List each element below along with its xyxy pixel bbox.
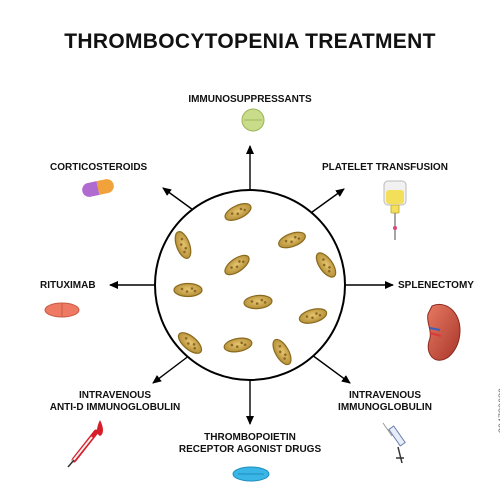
arrow-platelet-transfusion <box>307 188 345 216</box>
platelet <box>224 203 252 221</box>
pill-icon <box>241 108 265 132</box>
label-immunosuppressants: IMMUNOSUPPRESSANTS <box>188 94 312 105</box>
iv-bag-icon <box>383 180 407 240</box>
platelet <box>315 252 337 278</box>
arrows <box>109 145 394 425</box>
label-ivig: INTRAVENOUS IMMUNOGLOBULIN <box>325 390 445 414</box>
platelet <box>278 231 306 249</box>
label-anti-d-line1: INTRAVENOUS <box>78 390 152 401</box>
platelet <box>272 338 292 366</box>
arrow-ivig <box>311 354 351 384</box>
label-ivig-line2: IMMUNOGLOBULIN <box>338 402 432 413</box>
capsule-icon <box>82 179 114 197</box>
label-splenectomy: SPLENECTOMY <box>398 280 474 291</box>
blood-syringe-icon <box>67 420 103 468</box>
platelet <box>177 332 203 354</box>
platelet <box>224 254 250 276</box>
syringe-icon <box>382 422 406 464</box>
arrow-anti-d <box>152 354 191 384</box>
label-tpo: THROMBOPOIETIN RECEPTOR AGONIST DRUGS <box>165 432 335 456</box>
platelet <box>174 231 192 259</box>
platelet <box>298 308 328 324</box>
oval-tablet-icon <box>44 302 80 318</box>
label-corticosteroids: CORTICOSTEROIDS <box>50 162 148 173</box>
label-anti-d-line2: ANTI-D IMMUNOGLOBULIN <box>49 402 181 413</box>
page-title: THROMBOCYTOPENIA TREATMENT <box>64 30 436 53</box>
platelet <box>223 337 253 353</box>
platelets-group <box>173 203 337 366</box>
label-rituximab: RITUXIMAB <box>40 280 96 291</box>
label-tpo-line1: THROMBOPOIETIN <box>204 432 296 443</box>
blood-sample-circle <box>154 189 346 381</box>
spleen-icon <box>427 304 461 361</box>
label-anti-d: INTRAVENOUS ANTI-D IMMUNOGLOBULIN <box>40 390 190 414</box>
label-tpo-line2: RECEPTOR AGONIST DRUGS <box>178 444 322 455</box>
label-platelet-transfusion: PLATELET TRANSFUSION <box>322 162 448 173</box>
platelet <box>173 282 203 298</box>
blue-tablet-icon <box>232 466 270 482</box>
platelet <box>243 294 273 310</box>
label-ivig-line1: INTRAVENOUS <box>348 390 422 401</box>
